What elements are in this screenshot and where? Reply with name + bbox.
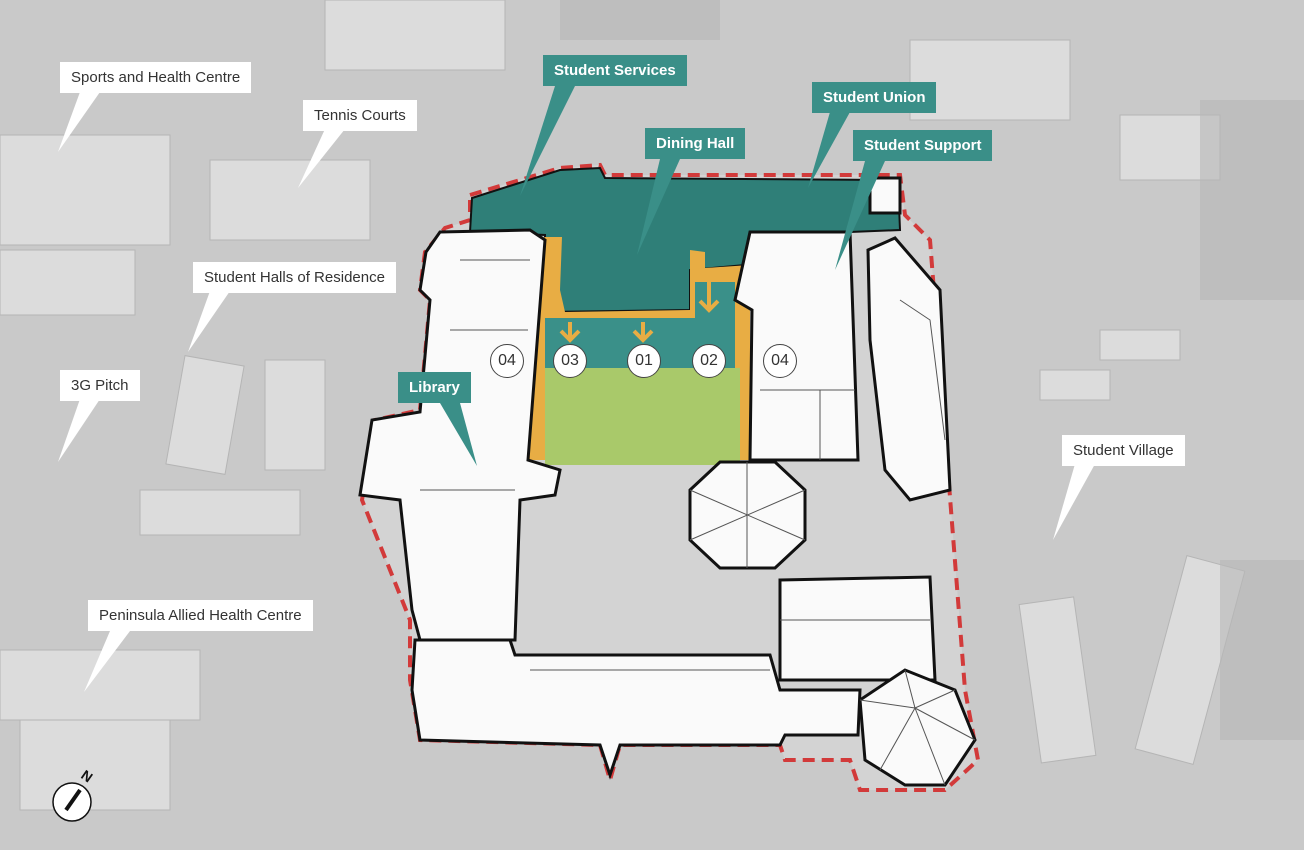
label-student-services: Student Services [543,55,687,86]
label-sports-health-centre: Sports and Health Centre [60,62,252,93]
label-dining-hall: Dining Hall [645,128,746,159]
marker-04-left: 04 [490,344,524,378]
label-3g-pitch: 3G Pitch [60,370,140,401]
label-library: Library [398,372,471,403]
marker-03: 03 [553,344,587,378]
label-peninsula-allied-health: Peninsula Allied Health Centre [88,600,313,631]
marker-02: 02 [692,344,726,378]
label-student-halls: Student Halls of Residence [193,262,396,293]
marker-01: 01 [627,344,661,378]
lawn-zone [545,368,740,465]
marker-04-right: 04 [763,344,797,378]
label-student-village: Student Village [1062,435,1185,466]
access-path [528,237,750,460]
campus-buildings [358,176,977,787]
label-student-support: Student Support [853,130,993,161]
label-student-union: Student Union [812,82,937,113]
entry-arrows [559,282,720,343]
label-tennis-courts: Tennis Courts [303,100,417,131]
